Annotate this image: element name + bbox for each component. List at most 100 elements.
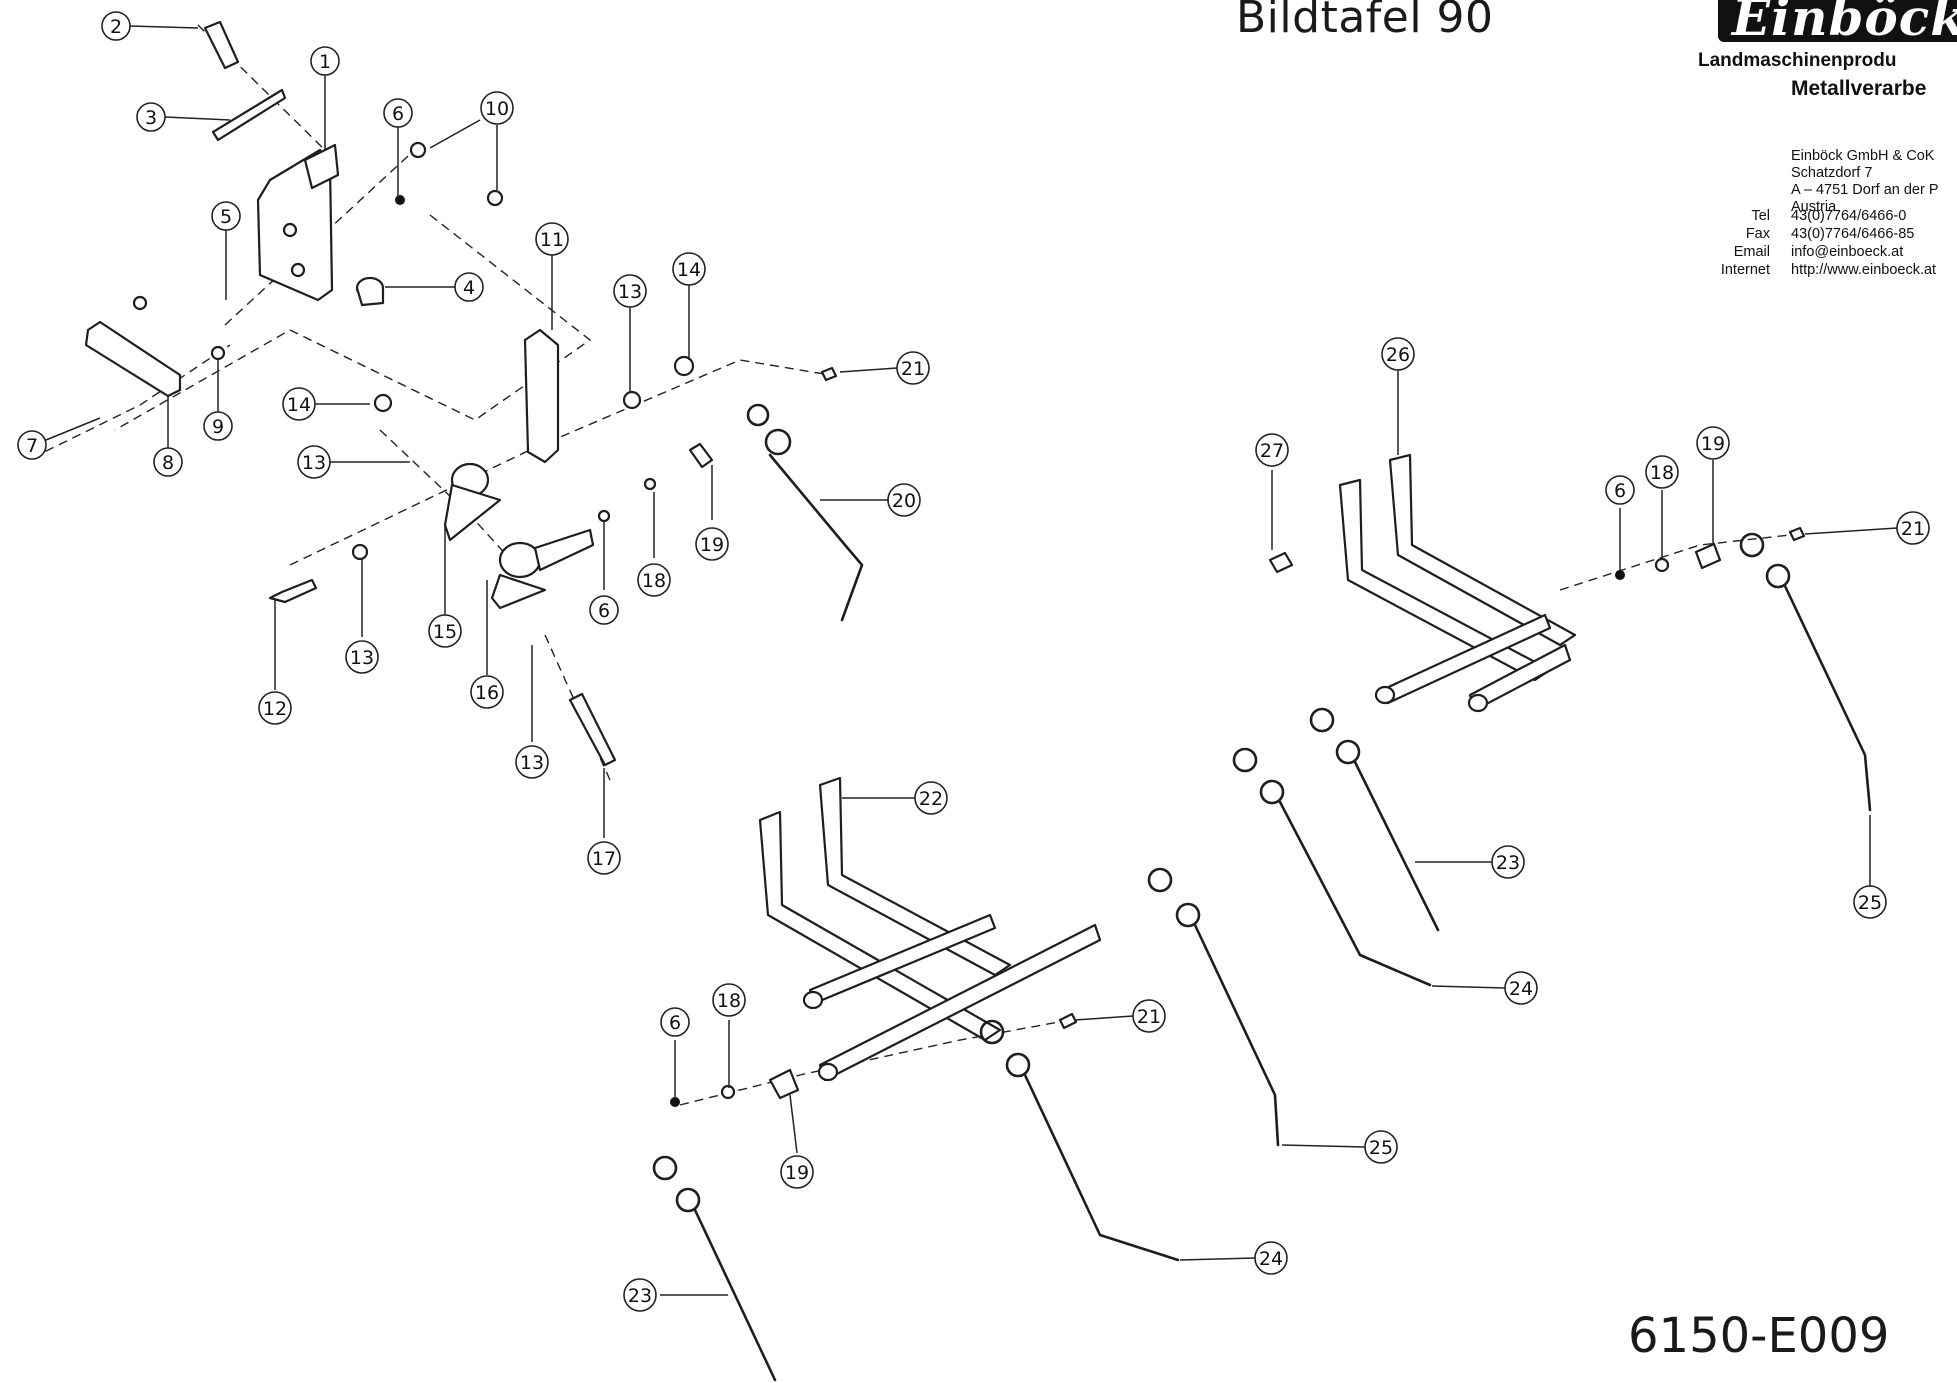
contact-website: http://www.einboeck.at	[1791, 262, 1937, 278]
callout-part-19: 19	[695, 527, 729, 561]
svg-text:18: 18	[1650, 462, 1674, 484]
contact-label-fax: Fax	[1745, 226, 1770, 242]
small-fasteners	[132, 141, 838, 561]
tine-part-23-center	[652, 1155, 777, 1382]
callout-part-21c: 21	[1132, 999, 1166, 1033]
svg-text:25: 25	[1369, 1137, 1393, 1159]
callout-part-27: 27	[1255, 433, 1289, 467]
svg-text:23: 23	[628, 1285, 652, 1307]
tine-part-25-center	[1147, 867, 1280, 1147]
svg-text:13: 13	[302, 452, 326, 474]
company-logo: Einböck	[1718, 0, 1957, 47]
logo-text: Einböck	[1732, 0, 1957, 47]
svg-text:18: 18	[642, 570, 666, 592]
contact-labels: Tel Fax Email Internet	[1690, 207, 1770, 279]
svg-text:19: 19	[1701, 433, 1725, 455]
svg-text:1: 1	[319, 51, 331, 73]
svg-text:13: 13	[520, 752, 544, 774]
svg-text:25: 25	[1858, 892, 1882, 914]
svg-text:4: 4	[463, 277, 475, 299]
address-line: Austria	[1791, 199, 1837, 215]
callout-part-16: 16	[470, 675, 504, 709]
callout-part-2: 2	[101, 11, 131, 41]
callout-part-12: 12	[258, 691, 292, 725]
callout-part-24b: 24	[1254, 1241, 1288, 1275]
callout-part-21: 21	[896, 351, 930, 385]
svg-text:24: 24	[1259, 1248, 1283, 1270]
svg-text:13: 13	[350, 647, 374, 669]
callout-leaders	[45, 25, 1898, 1296]
hinge-part-15	[443, 462, 502, 542]
callout-part-14: 14	[672, 252, 706, 286]
svg-text:21: 21	[1901, 518, 1925, 540]
bolt-part-12	[268, 578, 318, 604]
callout-part-9: 9	[203, 411, 233, 441]
svg-text:8: 8	[162, 452, 174, 474]
contact-fax: 43(0)7764/6466-85	[1791, 226, 1915, 242]
spring-tine-part-20	[746, 403, 864, 622]
callout-part-25: 25	[1364, 1130, 1398, 1164]
callout-part-13d: 13	[515, 745, 549, 779]
callout-part-1: 1	[310, 46, 340, 76]
callout-part-8: 8	[153, 447, 183, 477]
svg-text:26: 26	[1386, 344, 1410, 366]
callout-part-15: 15	[428, 614, 462, 648]
address-line: A – 4751 Dorf an der P	[1791, 182, 1939, 198]
callout-part-14b: 14	[282, 387, 316, 421]
bushing-part-4	[355, 276, 385, 307]
contact-values: 43(0)7764/6466-0 43(0)7764/6466-85 info@…	[1791, 207, 1936, 279]
tine-part-25-right	[1739, 532, 1872, 812]
callout-part-10: 10	[480, 91, 514, 125]
contact-label-tel: Tel	[1751, 208, 1770, 224]
callout-part-5: 5	[211, 201, 241, 231]
svg-text:21: 21	[901, 358, 925, 380]
callout-part-21b: 21	[1896, 511, 1930, 545]
callout-part-23: 23	[1491, 845, 1525, 879]
callout-part-3: 3	[136, 102, 166, 132]
contact-email: info@einboeck.at	[1791, 244, 1904, 260]
svg-text:10: 10	[485, 98, 509, 120]
bolt-part-27	[1268, 551, 1294, 574]
svg-text:14: 14	[287, 394, 311, 416]
pin-part-2	[203, 20, 240, 70]
callout-part-7: 7	[17, 430, 47, 460]
address-line: Einböck GmbH & CoK	[1791, 148, 1935, 164]
svg-text:5: 5	[220, 206, 232, 228]
svg-text:19: 19	[785, 1162, 809, 1184]
svg-text:6: 6	[669, 1012, 681, 1034]
svg-text:6: 6	[598, 600, 610, 622]
svg-text:27: 27	[1260, 440, 1284, 462]
callout-part-6b: 6	[589, 595, 619, 625]
svg-text:15: 15	[433, 621, 457, 643]
callout-part-17: 17	[587, 841, 621, 875]
callout-part-20: 20	[887, 483, 921, 517]
bracket-plate	[256, 143, 340, 302]
tine-frame-right	[1338, 453, 1577, 713]
center-fasteners	[670, 1012, 1078, 1107]
svg-text:6: 6	[392, 103, 404, 125]
callout-part-25b: 25	[1853, 885, 1887, 919]
svg-text:11: 11	[540, 229, 564, 251]
right-fasteners	[1615, 526, 1806, 580]
contact-label-email: Email	[1733, 244, 1770, 260]
callout-part-19b: 19	[1696, 426, 1730, 460]
callout-part-13b: 13	[297, 445, 331, 479]
callout-part-19c: 19	[780, 1155, 814, 1189]
address-line: Schatzdorf 7	[1791, 165, 1873, 181]
callout-part-18: 18	[637, 563, 671, 597]
company-tagline-2: Metallverarbe	[1791, 77, 1927, 100]
plate-part-3	[211, 88, 287, 142]
svg-text:24: 24	[1509, 978, 1533, 1000]
svg-text:19: 19	[700, 534, 724, 556]
svg-text:13: 13	[618, 281, 642, 303]
callout-part-18b: 18	[1645, 455, 1679, 489]
callout-part-24: 24	[1504, 971, 1538, 1005]
callout-part-13c: 13	[345, 640, 379, 674]
contact-label-internet: Internet	[1720, 262, 1770, 278]
callout-part-4: 4	[454, 272, 484, 302]
company-address: Einböck GmbH & CoK Schatzdorf 7 A – 4751…	[1791, 148, 1939, 216]
upright-plate-part-11	[523, 328, 560, 464]
svg-text:22: 22	[919, 788, 943, 810]
long-bolt-part-17	[568, 692, 617, 767]
